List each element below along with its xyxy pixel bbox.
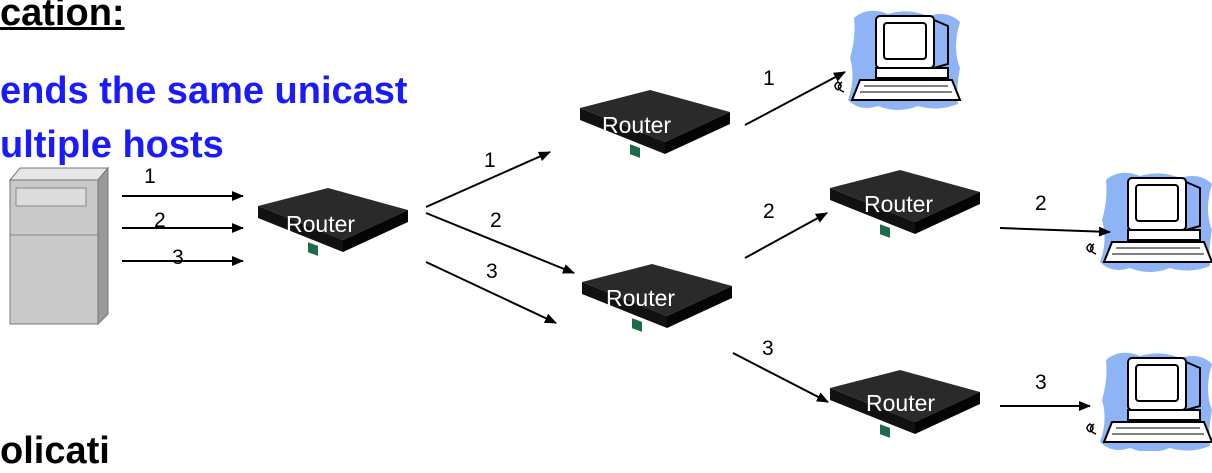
arrow-middle-to-upper	[744, 212, 828, 259]
arrow-r1-to-middle-3	[425, 261, 557, 324]
unicast-diagram: Router Router Router Router Router	[8, 9, 1212, 451]
arrow-upper-to-host	[999, 226, 1111, 237]
router-label: Router	[864, 191, 933, 217]
label-server-1: 1	[144, 165, 156, 188]
arrow-middle-to-lower	[732, 352, 829, 403]
router-label: Router	[866, 390, 935, 416]
label-r1-out-2: 2	[490, 209, 502, 232]
label-upper-out-2: 2	[1035, 192, 1047, 215]
router-label: Router	[286, 211, 355, 237]
arrow-top-to-host	[744, 71, 846, 126]
label-top-router-out: 1	[763, 67, 775, 90]
host-computer-bottom	[1086, 351, 1212, 451]
label-server-3: 3	[172, 246, 184, 269]
router-top: Router	[580, 90, 730, 158]
router-right-lower: Router	[830, 370, 980, 438]
router-middle: Router	[582, 264, 732, 332]
slide-title-fragment: cation:	[0, 0, 125, 34]
label-r1-out-1: 1	[484, 149, 496, 172]
label-lower-out-3: 3	[1035, 371, 1047, 394]
host-computer-middle	[1086, 171, 1212, 273]
label-server-2: 2	[154, 209, 166, 232]
bullet-text-line-1: ends the same unicast	[0, 70, 408, 112]
arrow-r1-to-middle-2	[425, 212, 575, 274]
label-branch-in-2: 2	[763, 200, 775, 223]
host-computer-top	[834, 9, 961, 111]
arrows	[122, 71, 1111, 411]
label-r1-out-3: 3	[486, 260, 498, 283]
router-right-upper: Router	[830, 170, 980, 238]
bullet-text-line-2: ultiple hosts	[0, 124, 224, 166]
router-label: Router	[606, 285, 675, 311]
label-branch-low-3: 3	[762, 337, 774, 360]
router-source: Router	[258, 188, 408, 256]
arrow-r1-to-top	[425, 151, 551, 208]
server-tower	[8, 166, 110, 326]
router-label: Router	[602, 112, 671, 138]
arrow-labels: 1 2 3 1 2 3 1 2 3 2 3	[144, 67, 1047, 394]
